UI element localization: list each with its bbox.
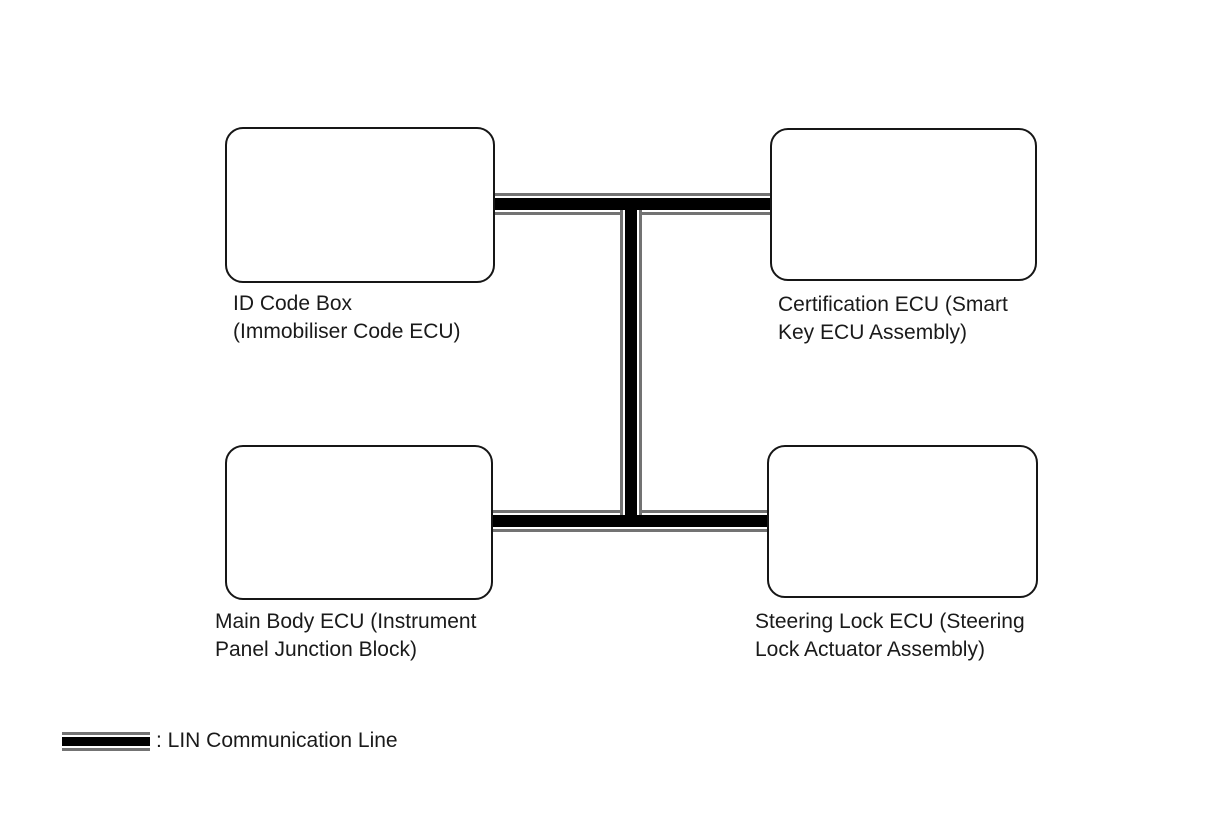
node-certification-ecu — [770, 128, 1037, 281]
label-steering-lock-ecu: Steering Lock ECU (Steering Lock Actuato… — [755, 608, 1025, 664]
label-id-code-box-line-1: ID Code Box — [233, 292, 353, 315]
label-main-body-ecu-line-2: Panel Junction Block) — [215, 638, 417, 661]
label-id-code-box-line-2: (Immobiliser Code ECU) — [233, 320, 461, 343]
label-certification-ecu-line-1: Certification ECU (Smart — [778, 293, 1008, 316]
node-steering-lock-ecu — [767, 445, 1038, 598]
legend: : LIN Communication Line — [62, 729, 398, 753]
lin-line-legend-swatch — [62, 731, 150, 751]
lin-line-center-trunk — [620, 210, 642, 515]
label-id-code-box: ID Code Box (Immobiliser Code ECU) — [233, 290, 461, 346]
label-steering-lock-ecu-line-1: Steering Lock ECU (Steering — [755, 610, 1025, 633]
lin-line-bottom-segment — [491, 510, 769, 532]
legend-label: : LIN Communication Line — [156, 729, 398, 752]
label-certification-ecu-line-2: Key ECU Assembly) — [778, 321, 968, 344]
label-certification-ecu: Certification ECU (Smart Key ECU Assembl… — [778, 291, 1008, 347]
node-main-body-ecu — [225, 445, 493, 600]
label-steering-lock-ecu-line-2: Lock Actuator Assembly) — [755, 638, 985, 661]
lin-line-top-segment — [493, 193, 772, 215]
label-main-body-ecu: Main Body ECU (Instrument Panel Junction… — [215, 608, 476, 664]
node-id-code-box — [225, 127, 495, 283]
label-main-body-ecu-line-1: Main Body ECU (Instrument — [215, 610, 477, 633]
